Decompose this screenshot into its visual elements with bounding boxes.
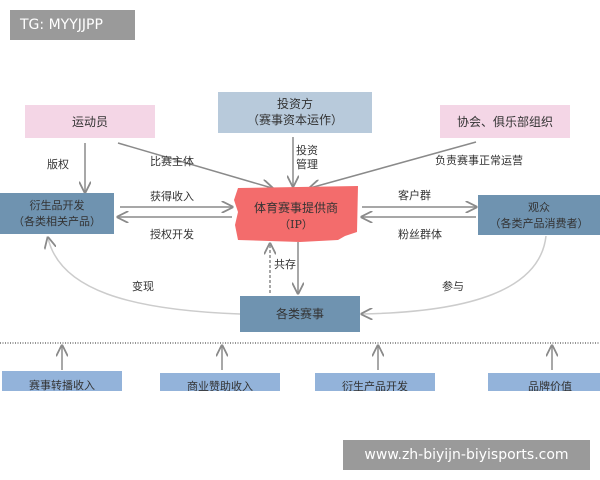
node-association — [440, 105, 570, 138]
edge-label: 变现 — [132, 279, 154, 293]
svg-text:衍生产品开发: 衍生产品开发 — [342, 379, 408, 393]
svg-text:运动员: 运动员 — [72, 115, 108, 129]
edge-label: 客户群 — [398, 188, 431, 202]
edge-label: 负责赛事正常运营 — [435, 153, 523, 167]
svg-text:衍生品开发: 衍生品开发 — [30, 198, 85, 212]
svg-text:各类赛事: 各类赛事 — [276, 306, 324, 321]
arrow-subject — [117, 142, 272, 188]
bottom-box — [315, 373, 435, 391]
node-investor — [218, 92, 372, 133]
bottom-box — [160, 373, 280, 391]
node-provider — [234, 186, 358, 242]
edge-label: 投资 — [296, 143, 318, 157]
svg-text:商业赞助收入: 商业赞助收入 — [187, 379, 253, 393]
edge-label: 粉丝群体 — [398, 227, 442, 241]
svg-text:协会、俱乐部组织: 协会、俱乐部组织 — [457, 114, 553, 129]
edge-label: 版权 — [47, 157, 69, 171]
edge-label: 管理 — [296, 157, 318, 171]
svg-text:（赛事资本运作）: （赛事资本运作） — [247, 112, 343, 127]
bottom-box — [2, 371, 122, 391]
edge-label: 授权开发 — [150, 227, 194, 241]
svg-text:投资方: 投资方 — [277, 96, 313, 111]
arrow-monetize — [48, 238, 241, 315]
svg-text:赛事转播收入: 赛事转播收入 — [29, 378, 95, 392]
svg-text:品牌价值: 品牌价值 — [528, 379, 572, 393]
svg-text:体育赛事提供商: 体育赛事提供商 — [254, 200, 338, 215]
arrow-participate — [362, 235, 547, 314]
node-derivative — [0, 193, 114, 234]
arrow-operation — [310, 141, 477, 188]
svg-text:（各类相关产品）: （各类相关产品） — [13, 214, 101, 228]
bottom-boxes: 赛事转播收入 商业赞助收入 衍生产品开发 品牌价值 — [2, 371, 600, 393]
node-events — [240, 296, 360, 332]
edge-label: 获得收入 — [150, 189, 194, 203]
edge-label: 参与 — [442, 279, 464, 293]
watermark: www.zh-biyijn-biyisports.com — [343, 440, 590, 470]
bottom-box — [488, 373, 600, 391]
edge-label: 比赛主体 — [150, 154, 194, 168]
tag-label: TG: MYYJJPP — [10, 10, 135, 40]
svg-text:（IP）: （IP） — [279, 218, 313, 231]
edge-label: 共存 — [274, 257, 296, 271]
node-athlete — [25, 105, 155, 138]
svg-text:观众: 观众 — [528, 201, 550, 214]
node-audience — [478, 195, 600, 235]
svg-text:（各类产品消费者）: （各类产品消费者） — [490, 216, 589, 230]
